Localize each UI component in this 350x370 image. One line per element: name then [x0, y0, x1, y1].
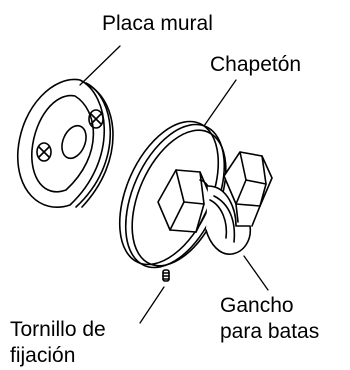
robe-hook	[157, 151, 273, 255]
wall-plate-screw-right	[88, 109, 104, 129]
label-robe-hook-line2: para batas	[220, 320, 320, 343]
wall-plate	[17, 78, 114, 208]
label-escutcheon: Chapetón	[210, 53, 302, 76]
label-set-screw-line2: fijación	[10, 344, 76, 367]
wall-plate-center-hole	[61, 124, 87, 160]
label-robe-hook-line1: Gancho	[220, 294, 294, 317]
wall-plate-screw-left	[36, 142, 52, 162]
set-screw	[162, 269, 170, 282]
label-wall-plate: Placa mural	[102, 12, 213, 35]
wall-plate-leader	[79, 45, 121, 86]
escutcheon-leader	[203, 79, 237, 127]
label-set-screw-line1: Tornillo de	[10, 318, 106, 341]
set-screw-leader	[139, 286, 165, 324]
robe-hook-leader	[243, 255, 269, 291]
